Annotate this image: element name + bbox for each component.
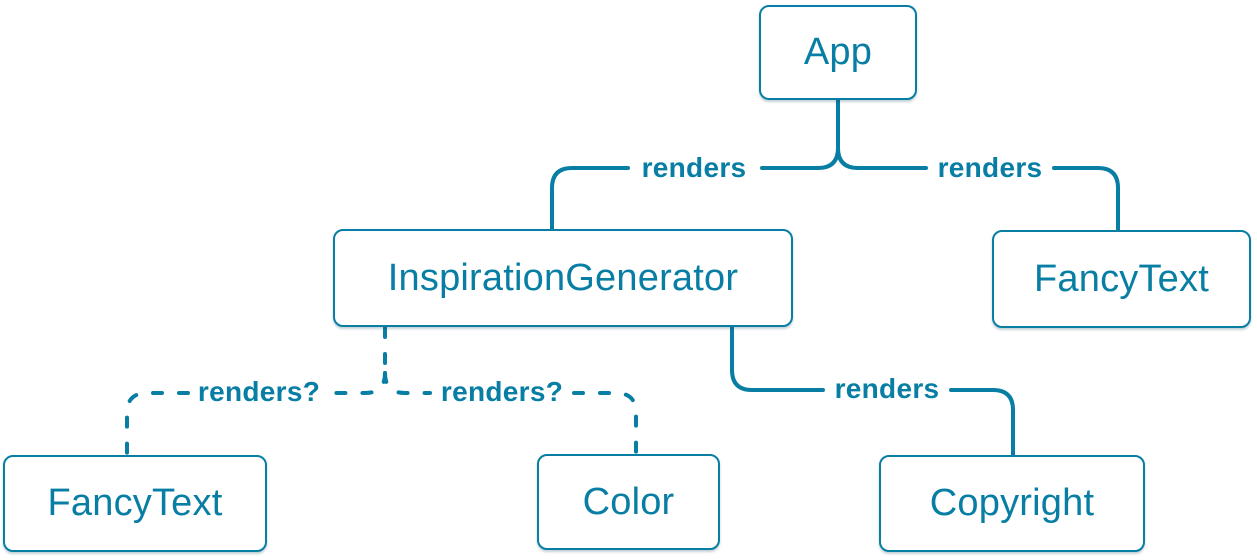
node-color-label: Color [582,480,675,523]
edge-label-app-inspirationgenerator: renders [641,152,747,183]
edge-inspirationgenerator-to-copyright-b [949,388,1015,457]
node-inspiration-generator-label: InspirationGenerator [387,256,739,299]
edge-label-inspirationgenerator-color: renders? [440,376,564,407]
node-copyright: Copyright [879,455,1145,552]
node-inspiration-generator: InspirationGenerator [333,229,793,327]
edge-app-to-fancytext-a [836,146,928,170]
edge-inspirationgenerator-to-fancytext-b [125,391,190,457]
node-fancy-text-top-label: FancyText [1034,257,1209,300]
edge-label-inspirationgenerator-fancytext: renders? [197,376,321,407]
node-color: Color [537,454,720,550]
edge-inspirationgenerator-to-color-b [572,391,638,456]
node-fancy-text-bottom: FancyText [3,455,267,552]
edge-label-inspirationgenerator-copyright: renders [834,373,940,404]
node-app-label: App [803,31,873,73]
node-copyright-label: Copyright [929,482,1095,524]
node-fancy-text-top: FancyText [992,230,1251,328]
edge-label-app-fancytext: renders [937,152,1043,183]
node-fancy-text-bottom-label: FancyText [47,482,223,524]
edge-inspirationgenerator-to-color-a [383,371,432,395]
edge-app-to-inspirationgenerator-a [760,146,840,170]
edge-inspirationgenerator-to-copyright-a [730,326,825,392]
node-app: App [759,5,917,100]
edge-app-to-inspirationgenerator-b [550,166,630,232]
edge-inspirationgenerator-to-fancytext-a [328,371,387,395]
edge-app-to-fancytext-b [1052,166,1120,232]
